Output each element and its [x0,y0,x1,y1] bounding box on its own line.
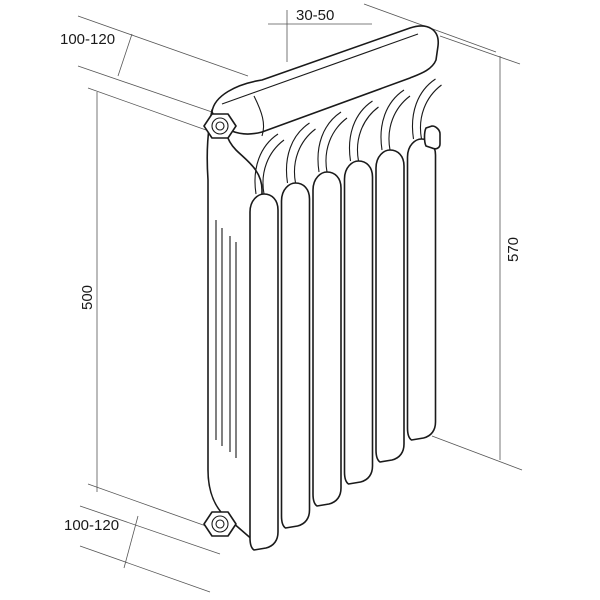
radiator-fins [254,78,442,195]
radiator-section-3 [312,171,342,507]
radiator-section-4 [343,160,374,485]
radiator-fin-5 [380,89,411,151]
radiator-body [203,25,442,551]
radiator-top-manifold [211,25,439,135]
radiator-fin-2 [286,122,316,184]
bottom-inlet-nut [203,511,237,537]
radiator-fin-6 [412,78,442,140]
radiator-section-1 [249,193,279,551]
radiator-section-2 [280,182,311,529]
radiator-sections [249,138,437,551]
radiator-side-profile [206,109,263,549]
top-width-label: 30-50 [296,7,334,24]
total-height-label: 570 [505,237,522,262]
top-depth-label: 100-120 [60,31,115,48]
radiator-fin-3 [317,111,348,173]
radiator-section-6 [406,138,437,441]
bottom-depth-label: 100-120 [64,517,119,534]
top-inlet-nut [203,113,237,139]
axis-distance-label: 500 [79,285,96,310]
radiator-fin-1 [254,133,285,195]
brand-badge [423,125,441,150]
radiator-fin-4 [349,100,379,162]
radiator-section-5 [375,149,405,463]
